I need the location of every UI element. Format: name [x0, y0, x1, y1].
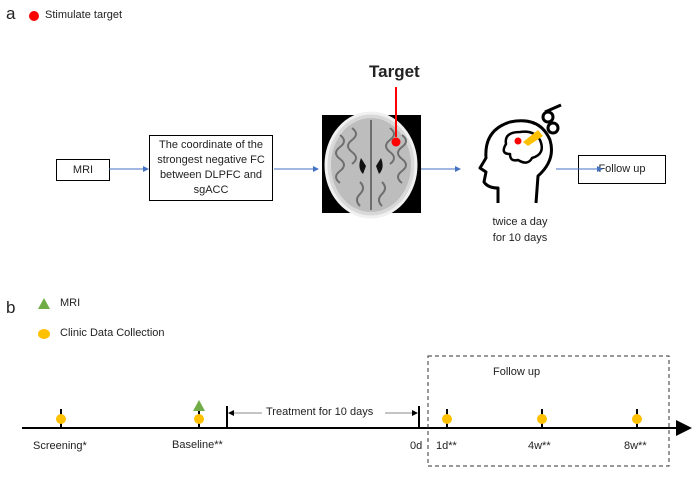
head-stimulation-icon — [478, 103, 562, 204]
panel-b-label: b — [6, 298, 16, 317]
yellow-dot-icon — [38, 329, 50, 339]
clinic-dot-1d — [442, 414, 452, 424]
legend-mri: MRI — [60, 297, 81, 309]
legend-clinic: Clinic Data Collection — [60, 327, 165, 339]
coordinate-box: The coordinate of the strongest negative… — [149, 135, 273, 201]
follow-up-dashed-box — [427, 355, 670, 467]
mri-box: MRI — [56, 159, 110, 181]
caption-line-2: for 10 days — [492, 232, 548, 244]
panel-a-label: a — [6, 4, 16, 23]
head-target-dot-icon — [514, 137, 522, 145]
caption-line-1: twice a day — [492, 216, 548, 228]
label-screening: Screening* — [33, 440, 87, 452]
label-0d: 0d — [410, 440, 423, 452]
label-baseline: Baseline** — [172, 439, 223, 451]
legend-stimulate-target: Stimulate target — [45, 9, 123, 21]
mri-box-text: MRI — [72, 163, 94, 176]
green-triangle-icon — [38, 298, 50, 309]
follow-up-label: Follow up — [493, 366, 541, 378]
mri-triangle-baseline — [193, 400, 205, 411]
treatment-label: Treatment for 10 days — [266, 406, 374, 418]
stimulation-caption: twice a day for 10 days — [475, 214, 565, 246]
label-1d: 1d** — [436, 440, 457, 452]
label-4w: 4w** — [528, 440, 551, 452]
target-annotation: Target — [369, 62, 420, 81]
coil-pulse-icon — [523, 130, 543, 146]
red-dot-icon — [29, 11, 39, 21]
target-dot-icon — [391, 137, 401, 147]
label-8w: 8w** — [624, 440, 647, 452]
clinic-dot-4w — [537, 414, 547, 424]
brain-mri-icon — [322, 111, 421, 219]
clinic-dot-8w — [632, 414, 642, 424]
clinic-dot-screening — [56, 414, 66, 424]
clinic-dot-baseline — [194, 414, 204, 424]
follow-up-box-text: Follow up — [598, 163, 646, 175]
coordinate-box-text: The coordinate of the strongest negative… — [157, 139, 265, 196]
